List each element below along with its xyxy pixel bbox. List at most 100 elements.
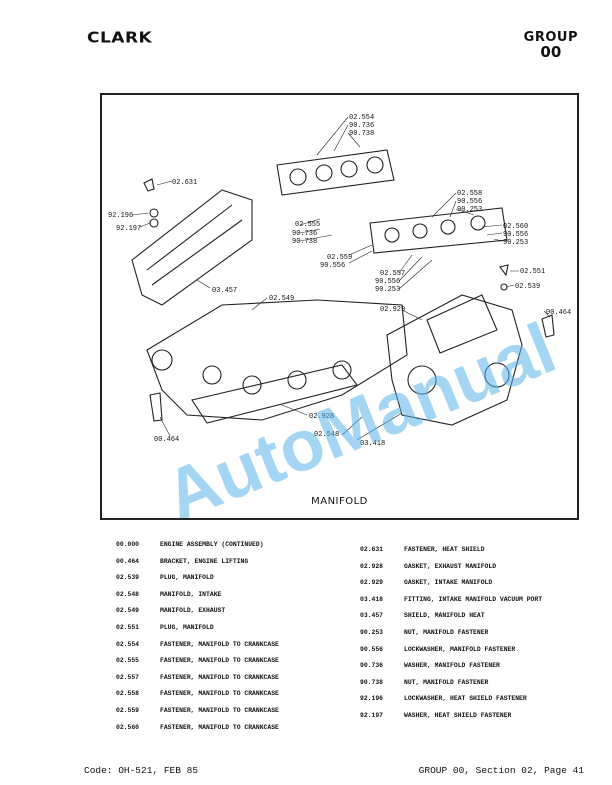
part-description: PLUG, MANIFOLD bbox=[160, 623, 214, 631]
callout-00-464-b: 00.464 bbox=[154, 436, 179, 444]
part-number: 92.197 bbox=[360, 711, 384, 719]
part-description: GASKET, INTAKE MANIFOLD bbox=[404, 579, 493, 587]
part-number: 02.631 bbox=[360, 546, 384, 553]
part-number: 03.457 bbox=[360, 612, 384, 620]
part-number: 02.548 bbox=[116, 590, 140, 598]
callout-02-549: 02.549 bbox=[269, 295, 294, 303]
part-description: BRACKET, ENGINE LIFTING bbox=[160, 557, 249, 565]
callout-90-556-d: 90.556 bbox=[375, 278, 400, 286]
callout-02-548: 02.548 bbox=[314, 431, 339, 439]
brand-logo: CLARK bbox=[87, 29, 153, 47]
exhaust-gasket bbox=[191, 364, 358, 424]
part-description: FASTENER, HEAT SHIELD bbox=[404, 546, 485, 553]
manifold-figure: 02.554 90.736 90.738 02.631 92.196 92.19… bbox=[100, 93, 579, 520]
heat-shield bbox=[131, 189, 253, 306]
callout-90-736: 90.736 bbox=[349, 122, 374, 130]
callout-02-557: 02.557 bbox=[380, 270, 405, 278]
part-number: 00.000 bbox=[116, 541, 140, 548]
callout-90-738-b: 90.738 bbox=[292, 238, 317, 246]
part-number: 02.559 bbox=[116, 706, 140, 714]
part-description: NUT, MANIFOLD FASTENER bbox=[404, 628, 489, 636]
part-description: SHIELD, MANIFOLD HEAT bbox=[404, 612, 485, 620]
footer-page-reference: GROUP 00, Section 02, Page 41 bbox=[418, 765, 584, 776]
callout-02-631: 02.631 bbox=[172, 179, 197, 187]
part-row: 02.559 FASTENER, MANIFOLD TO CRANKCASE bbox=[116, 703, 279, 720]
part-description: ENGINE ASSEMBLY (CONTINUED) bbox=[160, 541, 264, 548]
part-row: 02.558 FASTENER, MANIFOLD TO CRANKCASE bbox=[116, 686, 279, 703]
part-number: 02.555 bbox=[116, 657, 140, 665]
part-description: WASHER, HEAT SHIELD FASTENER bbox=[404, 711, 512, 719]
callout-90-556-b: 90.556 bbox=[503, 231, 528, 239]
part-row: 02.928 GASKET, EXHAUST MANIFOLD bbox=[360, 559, 542, 576]
part-row: 92.197 WASHER, HEAT SHIELD FASTENER bbox=[360, 708, 542, 725]
part-description: FASTENER, MANIFOLD TO CRANKCASE bbox=[160, 690, 279, 698]
part-number: 90.556 bbox=[360, 645, 384, 653]
part-row: 00.464 BRACKET, ENGINE LIFTING bbox=[116, 554, 279, 571]
callout-90-556-c: 90.556 bbox=[320, 262, 345, 270]
part-description: GASKET, EXHAUST MANIFOLD bbox=[404, 562, 497, 570]
part-row: 03.457 SHIELD, MANIFOLD HEAT bbox=[360, 608, 542, 625]
part-number: 92.196 bbox=[360, 695, 384, 703]
part-number: 03.418 bbox=[360, 595, 384, 603]
callout-92-196: 92.196 bbox=[108, 212, 133, 220]
part-row: 02.555 FASTENER, MANIFOLD TO CRANKCASE bbox=[116, 653, 279, 670]
callout-92-197: 92.197 bbox=[116, 225, 141, 233]
part-row: 02.539 PLUG, MANIFOLD bbox=[116, 570, 279, 587]
middle-gasket bbox=[369, 207, 508, 254]
callout-90-253: 90.253 bbox=[457, 206, 482, 214]
callout-02-928: 02.928 bbox=[309, 413, 334, 421]
callout-02-554: 02.554 bbox=[349, 114, 374, 122]
part-row: 02.554 FASTENER, MANIFOLD TO CRANKCASE bbox=[116, 637, 279, 654]
part-number: 00.464 bbox=[116, 557, 140, 565]
part-description: MANIFOLD, INTAKE bbox=[160, 590, 222, 598]
part-number: 02.551 bbox=[116, 623, 140, 631]
part-number: 02.554 bbox=[116, 640, 140, 648]
part-description: FASTENER, MANIFOLD TO CRANKCASE bbox=[160, 723, 279, 731]
part-description: PLUG, MANIFOLD bbox=[160, 574, 214, 582]
group-number: 00 bbox=[540, 43, 562, 61]
callout-90-736-b: 90.736 bbox=[292, 230, 317, 238]
part-description: FASTENER, MANIFOLD TO CRANKCASE bbox=[160, 657, 279, 665]
part-description: FASTENER, MANIFOLD TO CRANKCASE bbox=[160, 673, 279, 681]
part-description: FASTENER, MANIFOLD TO CRANKCASE bbox=[160, 706, 279, 714]
part-number: 02.929 bbox=[360, 579, 384, 587]
part-description: MANIFOLD, EXHAUST bbox=[160, 607, 226, 615]
footer-code: Code: OH-521, FEB 85 bbox=[84, 765, 199, 776]
callout-90-253-c: 90.253 bbox=[375, 286, 400, 294]
part-row: 02.631 FASTENER, HEAT SHIELD bbox=[360, 542, 542, 559]
callout-02-539: 02.539 bbox=[515, 283, 540, 291]
group-label: GROUP 00 bbox=[524, 30, 578, 60]
part-description: NUT, MANIFOLD FASTENER bbox=[404, 678, 489, 686]
part-number: 02.539 bbox=[116, 574, 140, 582]
part-description: FASTENER, MANIFOLD TO CRANKCASE bbox=[160, 640, 279, 648]
part-number: 02.557 bbox=[116, 673, 140, 681]
part-row: 02.549 MANIFOLD, EXHAUST bbox=[116, 603, 279, 620]
part-row: 90.253 NUT, MANIFOLD FASTENER bbox=[360, 625, 542, 642]
part-row: 02.929 GASKET, INTAKE MANIFOLD bbox=[360, 575, 542, 592]
part-number: 90.738 bbox=[360, 678, 384, 686]
callout-90-738: 90.738 bbox=[349, 130, 374, 138]
intake-gasket bbox=[426, 294, 498, 354]
figure-caption: MANIFOLD bbox=[311, 496, 368, 507]
intake-manifold bbox=[386, 294, 523, 426]
callout-00-464: 00.464 bbox=[546, 309, 571, 317]
group-word: GROUP bbox=[523, 30, 578, 45]
callout-02-558: 02.558 bbox=[457, 190, 482, 198]
part-description: WASHER, MANIFOLD FASTENER bbox=[404, 662, 500, 670]
part-number: 90.253 bbox=[360, 628, 384, 636]
part-number: 02.549 bbox=[116, 607, 140, 615]
part-number: 02.558 bbox=[116, 690, 140, 698]
part-row: 02.548 MANIFOLD, INTAKE bbox=[116, 587, 279, 604]
callout-02-551: 02.551 bbox=[520, 268, 545, 276]
callout-02-560: 02.560 bbox=[503, 223, 528, 231]
manifold-exploded-diagram: 02.554 90.736 90.738 02.631 92.196 92.19… bbox=[108, 114, 571, 518]
callout-03-457: 03.457 bbox=[212, 287, 237, 295]
part-row: 00.000 ENGINE ASSEMBLY (CONTINUED) bbox=[116, 537, 279, 554]
part-number: 02.928 bbox=[360, 562, 384, 570]
